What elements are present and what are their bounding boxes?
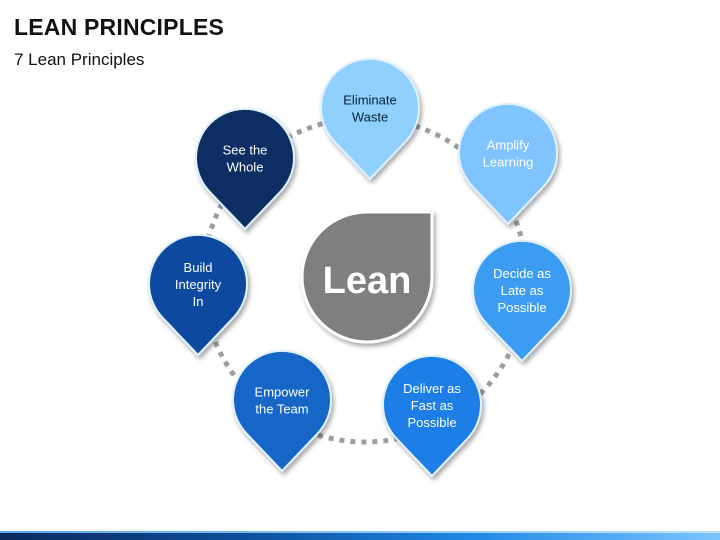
footer-accent-bar	[0, 533, 720, 540]
principle-pin-4: Deliver as Fast as Possible	[382, 354, 482, 478]
principle-label-line: Possible	[407, 415, 456, 430]
principle-label-line: Empower	[255, 385, 311, 400]
principle-pin-shape	[195, 107, 295, 231]
footer-accent-line	[0, 531, 720, 533]
principle-label-line: Fast as	[411, 398, 454, 413]
principle-pin-shape	[148, 233, 248, 357]
principle-label-line: Late as	[501, 283, 544, 298]
principle-label-line: Decide as	[493, 266, 551, 281]
center-teardrop	[300, 210, 434, 344]
principle-label-line: Waste	[352, 110, 388, 125]
principle-label-line: Amplify	[487, 138, 530, 153]
principle-label-line: See the	[223, 143, 268, 158]
principle-label-line: the Team	[255, 402, 308, 417]
principle-label-line: Possible	[497, 300, 546, 315]
principle-pin-shape	[320, 57, 420, 181]
principle-label-line: Deliver as	[403, 381, 461, 396]
principle-label-line: In	[193, 294, 204, 309]
principle-pin-shape	[472, 239, 572, 363]
principle-label-line: Learning	[483, 155, 534, 170]
principle-pin-shape	[382, 354, 482, 478]
principle-label-line: Whole	[227, 160, 264, 175]
center-label: Lean	[323, 260, 412, 302]
principle-label-line: Build	[184, 260, 213, 275]
page-title: LEAN PRINCIPLES	[14, 14, 225, 40]
principle-pin-shape	[232, 349, 332, 473]
center-lean-shape: Lean	[300, 210, 434, 344]
principle-label-line: Integrity	[175, 277, 222, 292]
page-subtitle: 7 Lean Principles	[14, 50, 145, 69]
principle-pin-shape	[458, 102, 558, 226]
principle-label-line: Eliminate	[343, 93, 396, 108]
principle-pin-5: Empower the Team	[232, 349, 332, 473]
principle-pin-3: Decide as Late as Possible	[472, 239, 572, 363]
